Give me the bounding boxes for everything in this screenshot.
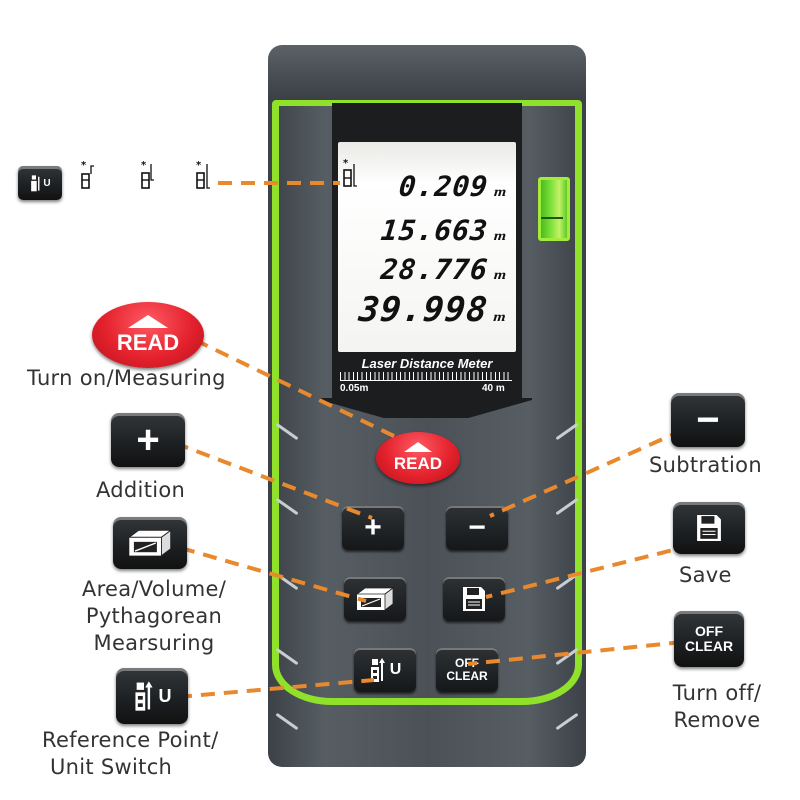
area-callout-icon <box>113 517 187 569</box>
left-grip-ridges <box>272 410 302 740</box>
save-callout-label: Save <box>679 563 732 587</box>
grip-ridge <box>275 422 299 441</box>
addition-callout-icon: + <box>111 413 185 467</box>
unit-label: U <box>158 685 172 706</box>
reference-rear-icon: * <box>196 160 210 189</box>
minus-icon: − <box>696 397 720 442</box>
area-label-line-3: Mearsuring <box>93 631 215 655</box>
reference-point-icon <box>370 658 385 682</box>
subtraction-callout-label: Subtration <box>649 453 762 477</box>
clear-label: CLEAR <box>446 669 488 683</box>
bubble-level-mark <box>541 217 563 219</box>
area-callout-label: Area/Volume/ Pythagorean Mearsuring <box>64 576 244 657</box>
reading-value: 28.776 <box>379 253 491 286</box>
off-clear-label-line-2: Remove <box>673 708 761 732</box>
unit-label: U <box>389 661 402 678</box>
svg-text:*: * <box>81 160 87 171</box>
grip-ridge <box>275 647 299 666</box>
reading-value: 15.663 <box>379 214 491 247</box>
reference-point-icon <box>134 681 153 711</box>
save-button[interactable] <box>443 577 505 621</box>
unit-label: U <box>43 177 51 189</box>
right-grip-ridges <box>552 410 582 740</box>
range-min-label: 0.05m <box>340 383 369 394</box>
reference-tripod-icon: * <box>141 160 154 189</box>
svg-text:*: * <box>141 160 147 171</box>
read-callout-label: Turn on/Measuring <box>27 366 226 390</box>
addition-callout-label: Addition <box>96 478 186 502</box>
area-volume-icon <box>355 587 395 611</box>
reference-front-icon: * <box>81 160 94 189</box>
area-label-line-1: Area/Volume/ <box>81 577 227 601</box>
off-clear-callout-label: Turn off/ Remove <box>662 680 772 734</box>
subtraction-callout-icon: − <box>671 393 745 447</box>
svg-text:*: * <box>343 158 349 169</box>
reference-unit-key-icon: U <box>18 166 62 200</box>
svg-text:*: * <box>196 160 202 171</box>
save-icon <box>697 515 721 541</box>
minus-button[interactable]: − <box>446 506 508 550</box>
minus-icon: − <box>468 511 486 544</box>
grip-ridge <box>275 572 299 591</box>
grip-ridge <box>555 647 579 666</box>
off-clear-label-line-1: Turn off/ <box>672 681 762 705</box>
off-clear-button[interactable]: OFF CLEAR <box>436 648 498 692</box>
plus-button[interactable]: + <box>342 506 404 550</box>
triangle-up-icon <box>404 442 432 452</box>
device-brand-text: Laser Distance Meter <box>361 356 493 371</box>
reference-callout-icon: U <box>116 668 188 724</box>
reference-label-line-1: Reference Point/ <box>42 728 219 752</box>
read-button[interactable]: READ <box>376 432 460 484</box>
grip-ridge <box>555 422 579 441</box>
off-label: OFF <box>695 623 723 639</box>
read-callout-icon: READ <box>92 302 204 368</box>
range-max-label: 40 m <box>482 383 505 394</box>
area-label-line-2: Pythagorean <box>85 604 223 628</box>
plus-icon: + <box>136 417 160 462</box>
device-top-cap <box>268 45 586 103</box>
plus-icon: + <box>364 511 382 544</box>
area-volume-button[interactable] <box>344 577 406 621</box>
range-ruler <box>340 372 512 381</box>
off-clear-callout-icon: OFF CLEAR <box>674 611 744 667</box>
grip-ridge <box>555 712 579 731</box>
reference-callout-label: Reference Point/ Unit Switch <box>42 727 218 781</box>
grip-ridge <box>555 497 579 516</box>
reading-unit: m <box>492 310 508 324</box>
read-callout-text: READ <box>116 329 180 355</box>
bubble-level-vial <box>538 177 570 241</box>
reading-unit: m <box>492 229 509 243</box>
reading-value: 0.209 <box>397 170 491 203</box>
read-button-label: READ <box>393 454 443 473</box>
reference-point-rear-icon: * <box>343 158 357 187</box>
clear-label: CLEAR <box>684 638 734 654</box>
reading-value: 39.998 <box>357 290 491 330</box>
grip-ridge <box>275 712 299 731</box>
grip-ridge <box>275 497 299 516</box>
area-volume-icon <box>127 529 173 557</box>
triangle-up-icon <box>128 314 168 328</box>
reference-unit-button[interactable]: U <box>354 648 416 692</box>
reference-label-line-2: Unit Switch <box>50 755 173 779</box>
reading-unit: m <box>492 268 509 282</box>
reading-unit: m <box>492 185 509 199</box>
save-callout-icon <box>673 502 745 554</box>
grip-ridge <box>555 572 579 591</box>
save-icon <box>463 587 485 611</box>
